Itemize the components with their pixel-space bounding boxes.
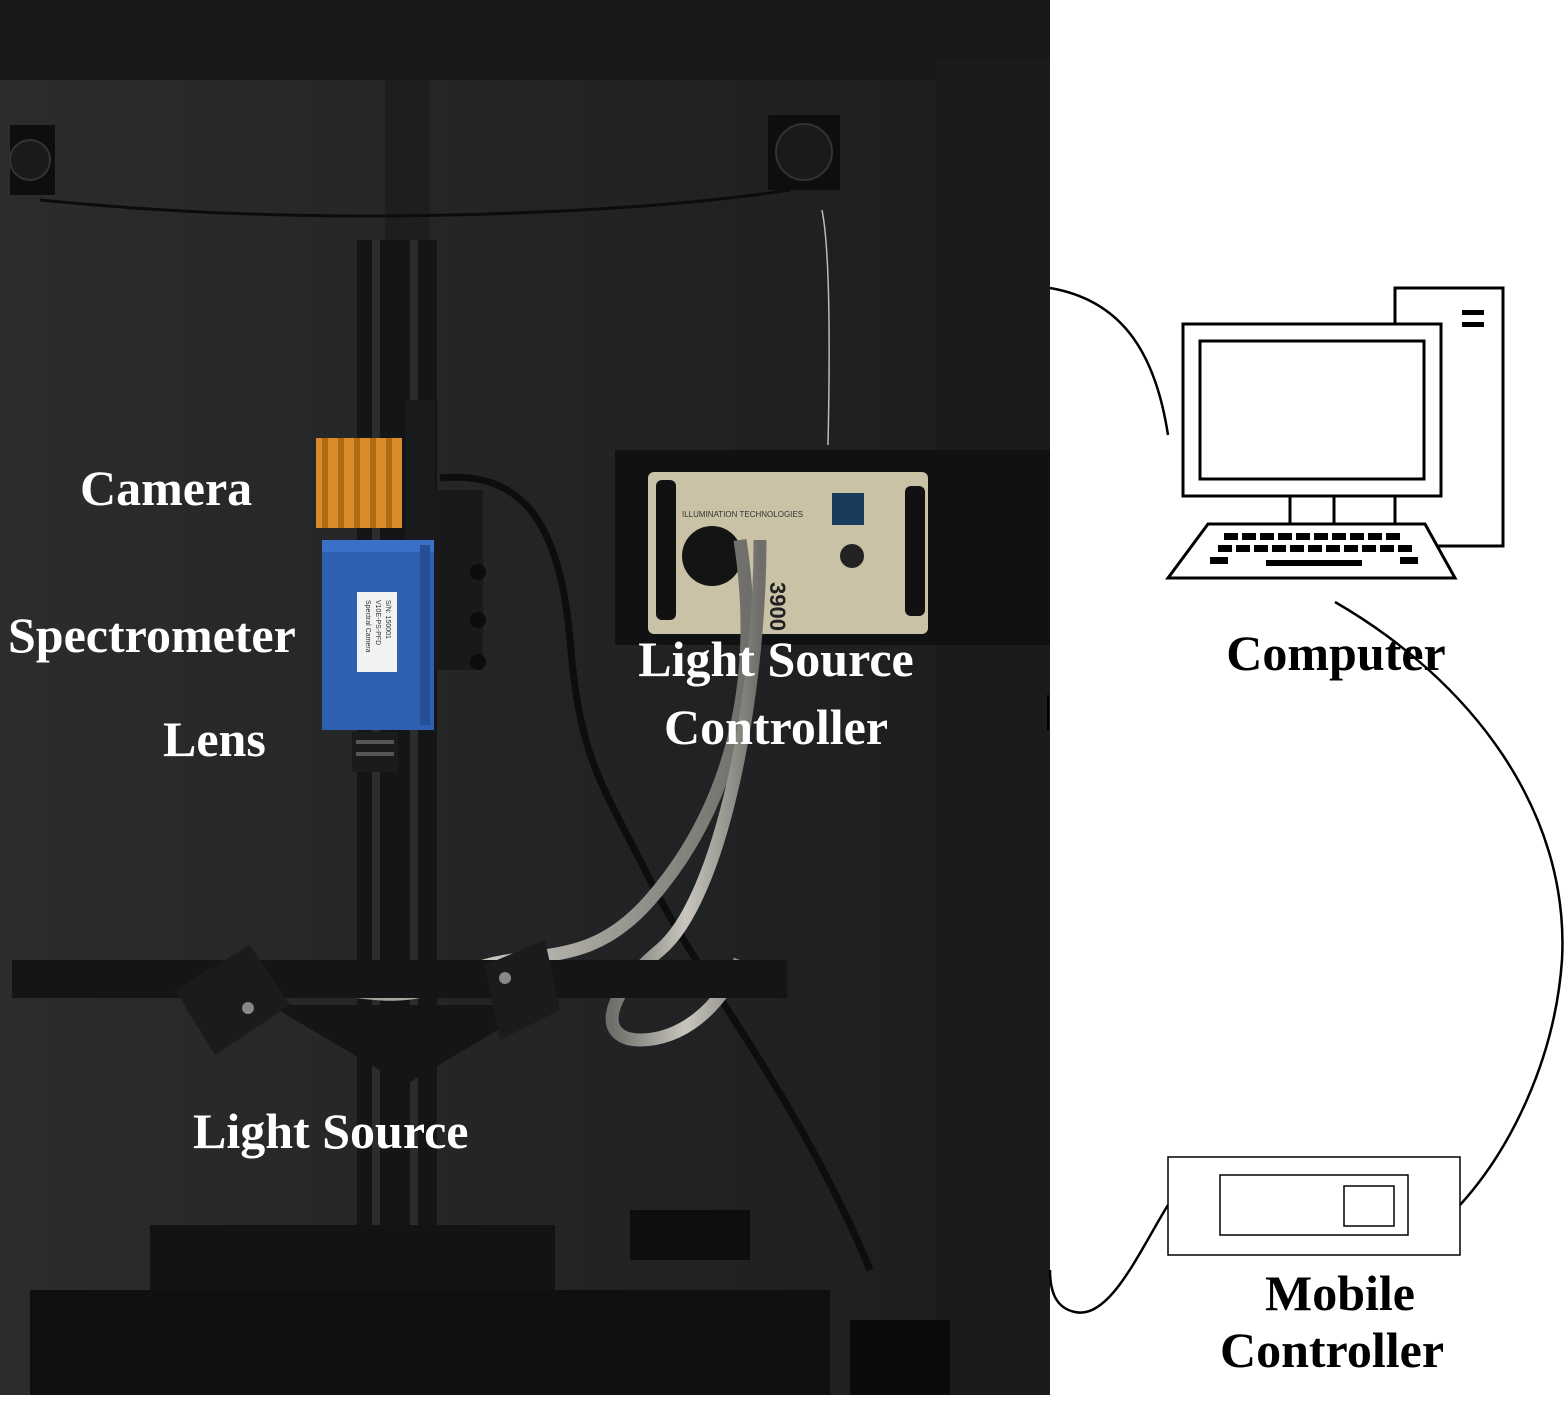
lens-label: Lens xyxy=(163,711,266,767)
camera-cable xyxy=(439,473,874,1272)
light-source-controller-label-line2: Controller xyxy=(663,699,889,755)
desktop-computer-icon xyxy=(1165,286,1505,580)
mobile-controller-icon xyxy=(1167,1156,1461,1256)
camera-device xyxy=(316,438,402,528)
spectrometer-label: Spectrometer xyxy=(8,607,296,663)
light-head-left xyxy=(175,945,290,1055)
light-head-right xyxy=(485,940,560,1040)
spectrometer-tag xyxy=(357,592,397,672)
system-photo: Spectral Camera V10E-PS-PFD S/N: 150001 … xyxy=(0,0,1050,1395)
fan-icon xyxy=(9,125,55,195)
controller-brand-text: ILLUMINATION TECHNOLOGIES xyxy=(682,510,803,519)
computer-label: Computer xyxy=(1226,625,1446,681)
enclosure-background xyxy=(0,0,1050,1395)
spectrometer-device: Spectral Camera V10E-PS-PFD S/N: 150001 xyxy=(322,540,434,730)
enclosure-right-panel xyxy=(935,60,1050,1395)
spectrometer-tag-line2: V10E-PS-PFD xyxy=(374,600,381,645)
camera-label: Camera xyxy=(80,460,253,516)
controller-model-text: 3900 xyxy=(765,582,790,631)
spectrometer-tag-line3: S/N: 150001 xyxy=(384,600,391,639)
lens-device xyxy=(352,732,398,772)
connection-cable-computer xyxy=(1049,286,1170,436)
mobile-controller-label-line2: Controller xyxy=(1219,1322,1445,1378)
mobile-controller-label-line1: Mobile xyxy=(1265,1265,1415,1321)
light-source-label: Light Source xyxy=(193,1103,469,1159)
connection-cable-controller xyxy=(1334,600,1564,1206)
spectrometer-tag-line1: Spectral Camera xyxy=(364,600,371,653)
light-source-controller-label-line1: Light Source xyxy=(638,631,914,687)
fan-icon xyxy=(768,115,840,190)
fan-cable xyxy=(821,209,830,446)
enclosure-top xyxy=(0,0,1050,80)
fan-cable xyxy=(39,188,791,218)
keyboard-keys xyxy=(1210,533,1418,566)
light-source-controller-device: ILLUMINATION TECHNOLOGIES 3900 xyxy=(615,450,1050,645)
connection-cable-photo xyxy=(1048,1204,1170,1314)
crossbar xyxy=(12,960,787,998)
